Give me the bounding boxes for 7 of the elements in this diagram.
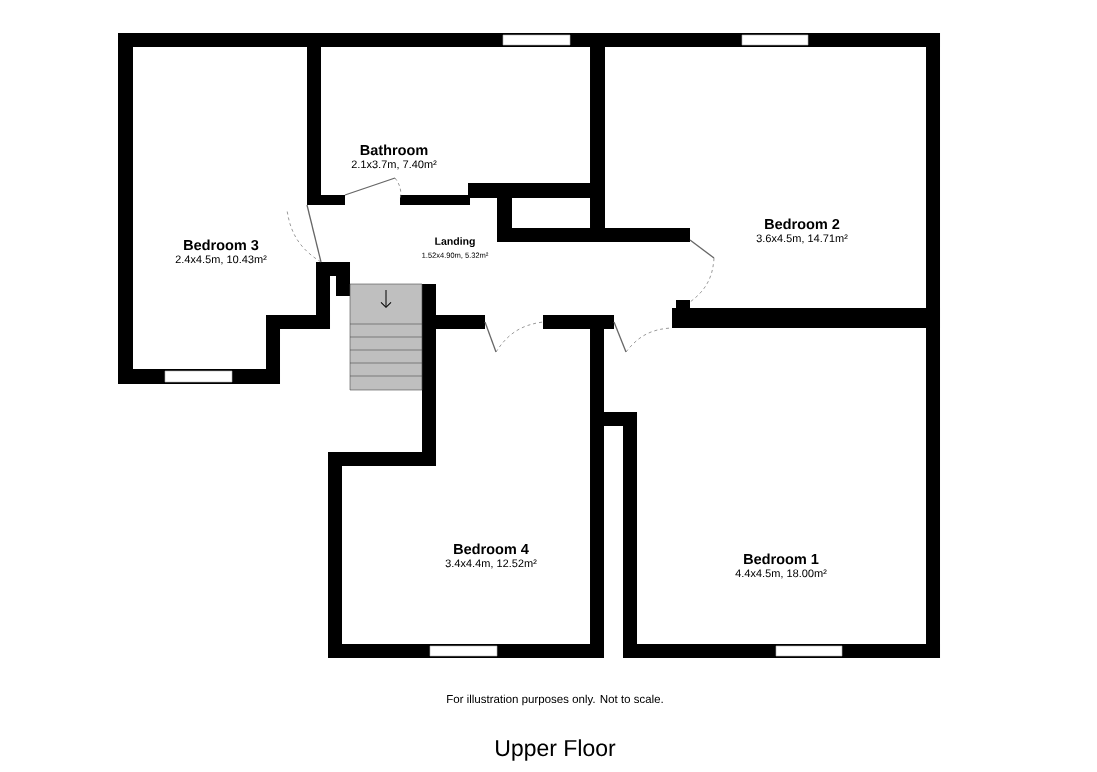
caption: For illustration purposes only. Not to scale.: [447, 694, 663, 706]
room-label: Bedroom 4 3.4x4.4m, 12.52m²: [445, 543, 537, 569]
room-label: Bedroom 1 4.4x4.5m, 18.00m²: [735, 553, 827, 579]
title: Upper Floor: [496, 739, 616, 761]
room-label: Bedroom 3 2.4x4.5m, 10.43m²: [175, 239, 267, 265]
room-label: Bedroom 2 3.6x4.5m, 14.71m²: [756, 218, 848, 244]
room-label: Bathroom 2.1x3.7m, 7.40m²: [351, 144, 437, 170]
